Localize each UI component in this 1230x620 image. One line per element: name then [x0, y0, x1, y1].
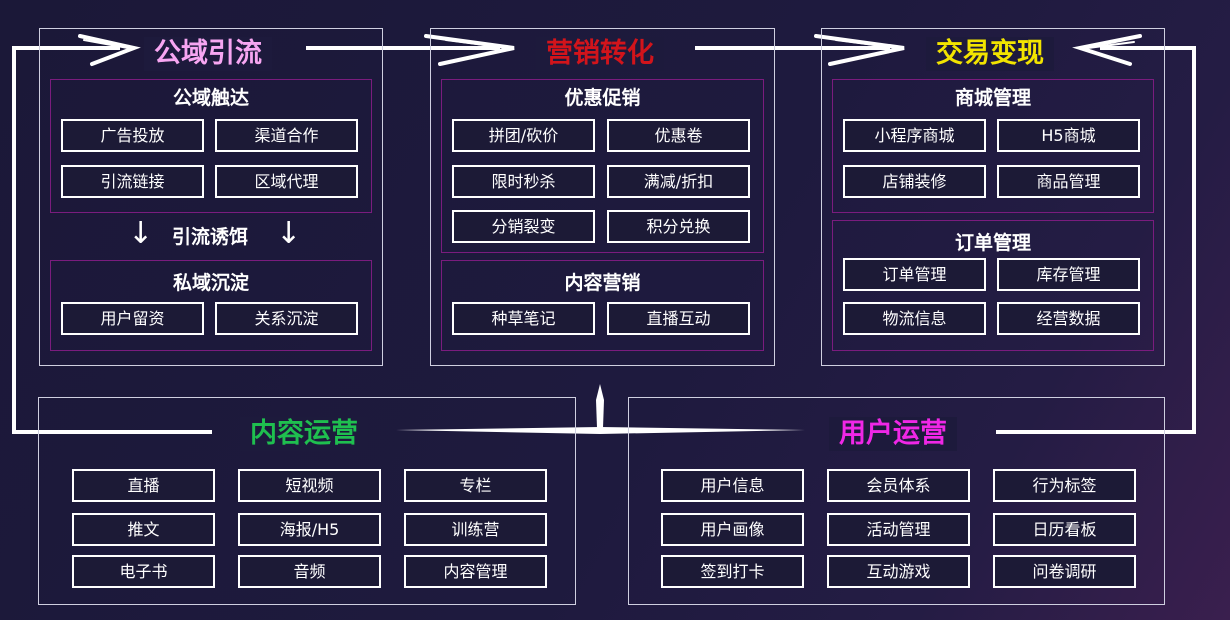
- item-coupon[interactable]: 优惠卷: [607, 119, 750, 152]
- item-camp[interactable]: 训练营: [404, 513, 547, 546]
- item-inventory-mgmt[interactable]: 库存管理: [997, 258, 1140, 291]
- item-user-leads[interactable]: 用户留资: [61, 302, 204, 335]
- item-activity-mgmt[interactable]: 活动管理: [827, 513, 970, 546]
- brush-arrow-icon: [78, 34, 141, 66]
- left-loop-line: [12, 46, 212, 434]
- panel-user-ops: 用户信息 会员体系 行为标签 用户画像 活动管理 日历看板 签到打卡 互动游戏 …: [628, 397, 1165, 605]
- sub-public-reach: 公域触达 广告投放 渠道合作 引流链接 区域代理: [50, 79, 372, 213]
- sub-content-marketing: 内容营销 种草笔记 直播互动: [441, 260, 764, 351]
- item-traffic-link[interactable]: 引流链接: [61, 165, 204, 198]
- item-live[interactable]: 直播: [72, 469, 215, 502]
- sub-title: 优惠促销: [564, 87, 641, 109]
- sub-title: 公域触达: [172, 87, 249, 109]
- item-short-video[interactable]: 短视频: [238, 469, 381, 502]
- item-column[interactable]: 专栏: [404, 469, 547, 502]
- sub-title: 私域沉淀: [172, 272, 249, 294]
- sub-private-settle: 私域沉淀 用户留资 关系沉淀: [50, 260, 372, 351]
- item-channel-coop[interactable]: 渠道合作: [215, 119, 358, 152]
- item-relation-settle[interactable]: 关系沉淀: [215, 302, 358, 335]
- item-discount[interactable]: 满减/折扣: [607, 165, 750, 198]
- title-public-traffic: 公域引流: [144, 37, 272, 71]
- item-audio[interactable]: 音频: [238, 555, 381, 588]
- item-live-interaction[interactable]: 直播互动: [607, 302, 750, 335]
- sub-promotion: 优惠促销 拼团/砍价 优惠卷 限时秒杀 满减/折扣 分销裂变 积分兑换: [441, 79, 764, 253]
- title-content-ops: 内容运营: [240, 417, 368, 451]
- right-loop-line: [996, 46, 1196, 434]
- item-content-mgmt[interactable]: 内容管理: [404, 555, 547, 588]
- item-checkin[interactable]: 签到打卡: [661, 555, 804, 588]
- brush-arrow-icon: [424, 34, 515, 66]
- item-flash-sale[interactable]: 限时秒杀: [452, 165, 595, 198]
- panel-public-traffic: 公域触达 广告投放 渠道合作 引流链接 区域代理 ↓ 引流诱饵 ↓ 私域沉淀 用…: [39, 28, 383, 366]
- panel-trade: 商城管理 小程序商城 H5商城 店铺装修 商品管理 订单管理 订单管理 库存管理…: [821, 28, 1165, 366]
- sub-title: 内容营销: [564, 272, 641, 294]
- sub-title: 订单管理: [954, 232, 1031, 254]
- bait-label: 引流诱饵: [172, 226, 249, 248]
- panel-content-ops: 直播 短视频 专栏 推文 海报/H5 训练营 电子书 音频 内容管理: [38, 397, 576, 605]
- down-arrow-icon: ↓: [128, 216, 154, 251]
- item-membership[interactable]: 会员体系: [827, 469, 970, 502]
- item-survey[interactable]: 问卷调研: [993, 555, 1136, 588]
- item-distribution[interactable]: 分销裂变: [452, 210, 595, 243]
- item-interactive-game[interactable]: 互动游戏: [827, 555, 970, 588]
- item-store-decor[interactable]: 店铺装修: [843, 165, 986, 198]
- item-logistics[interactable]: 物流信息: [843, 302, 986, 335]
- title-marketing: 营销转化: [536, 37, 664, 71]
- item-points-exchange[interactable]: 积分兑换: [607, 210, 750, 243]
- item-user-profile[interactable]: 用户画像: [661, 513, 804, 546]
- item-behavior-tags[interactable]: 行为标签: [993, 469, 1136, 502]
- up-arrow-icon: [596, 384, 604, 428]
- sub-orders: 订单管理 订单管理 库存管理 物流信息 经营数据: [832, 220, 1154, 351]
- item-regional-agent[interactable]: 区域代理: [215, 165, 358, 198]
- item-calendar-board[interactable]: 日历看板: [993, 513, 1136, 546]
- brush-arrow-icon: [814, 34, 905, 66]
- item-h5-mall[interactable]: H5商城: [997, 119, 1140, 152]
- panel-marketing: 优惠促销 拼团/砍价 优惠卷 限时秒杀 满减/折扣 分销裂变 积分兑换 内容营销…: [430, 28, 775, 366]
- sub-mall: 商城管理 小程序商城 H5商城 店铺装修 商品管理: [832, 79, 1154, 213]
- item-user-info[interactable]: 用户信息: [661, 469, 804, 502]
- item-order-mgmt[interactable]: 订单管理: [843, 258, 986, 291]
- item-seed-notes[interactable]: 种草笔记: [452, 302, 595, 335]
- item-product-mgmt[interactable]: 商品管理: [997, 165, 1140, 198]
- item-ad-placement[interactable]: 广告投放: [61, 119, 204, 152]
- down-arrow-icon: ↓: [276, 216, 302, 251]
- bottom-connector: [396, 427, 805, 434]
- item-ebook[interactable]: 电子书: [72, 555, 215, 588]
- item-group-buy[interactable]: 拼团/砍价: [452, 119, 595, 152]
- item-post[interactable]: 推文: [72, 513, 215, 546]
- brush-arrow-icon: [1072, 34, 1142, 66]
- title-user-ops: 用户运营: [829, 417, 957, 451]
- item-poster-h5[interactable]: 海报/H5: [238, 513, 381, 546]
- title-trade: 交易变现: [926, 37, 1054, 71]
- item-biz-data[interactable]: 经营数据: [997, 302, 1140, 335]
- item-miniapp-mall[interactable]: 小程序商城: [843, 119, 986, 152]
- sub-title: 商城管理: [954, 87, 1031, 109]
